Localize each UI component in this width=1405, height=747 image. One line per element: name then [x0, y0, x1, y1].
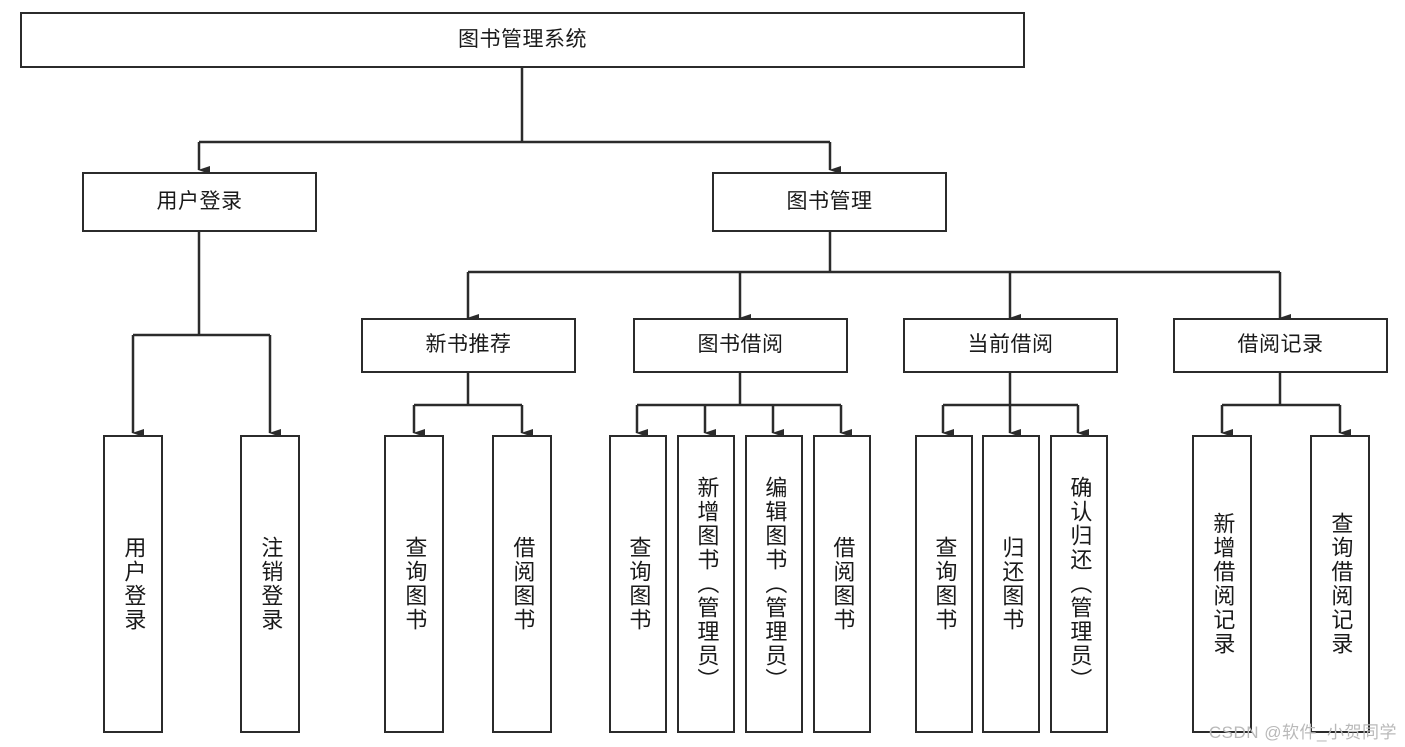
leaf-label: 借阅图书 [830, 536, 856, 632]
node-new-book-recommend[interactable]: 新书推荐 [361, 318, 576, 373]
leaf-label: 查询图书 [932, 536, 958, 632]
leaf-label: 确认归还（管理员） [1067, 476, 1093, 692]
leaf-book-borrow-edit[interactable]: 编辑图书（管理员） [745, 435, 803, 733]
node-current-borrow[interactable]: 当前借阅 [903, 318, 1118, 373]
leaf-book-borrow-query[interactable]: 查询图书 [609, 435, 667, 733]
leaf-label: 查询图书 [402, 536, 428, 632]
leaf-label: 归还图书 [999, 536, 1025, 632]
leaf-borrow-record-query[interactable]: 查询借阅记录 [1310, 435, 1370, 733]
leaf-current-borrow-confirm[interactable]: 确认归还（管理员） [1050, 435, 1108, 733]
node-current-borrow-label: 当前借阅 [967, 333, 1054, 357]
node-book-borrow-label: 图书借阅 [697, 333, 784, 357]
node-book-borrow[interactable]: 图书借阅 [633, 318, 848, 373]
node-book-management[interactable]: 图书管理 [712, 172, 947, 232]
node-root-label: 图书管理系统 [458, 27, 587, 51]
leaf-label: 编辑图书（管理员） [762, 476, 788, 692]
leaf-label: 新增借阅记录 [1210, 512, 1236, 656]
leaf-book-borrow-add[interactable]: 新增图书（管理员） [677, 435, 735, 733]
leaf-label: 查询借阅记录 [1328, 512, 1354, 656]
leaf-label: 借阅图书 [510, 536, 536, 632]
node-user-login-label: 用户登录 [156, 189, 243, 213]
leaf-user-login-signout[interactable]: 注销登录 [240, 435, 300, 733]
node-root[interactable]: 图书管理系统 [20, 12, 1025, 68]
leaf-new-book-borrow[interactable]: 借阅图书 [492, 435, 552, 733]
leaf-label: 注销登录 [258, 536, 284, 632]
watermark: CSDN @软件_小贺同学 [1208, 723, 1397, 742]
node-borrow-record-label: 借阅记录 [1237, 333, 1324, 357]
leaf-new-book-query[interactable]: 查询图书 [384, 435, 444, 733]
leaf-label: 查询图书 [626, 536, 652, 632]
leaf-label: 用户登录 [121, 536, 147, 632]
leaf-label: 新增图书（管理员） [694, 476, 720, 692]
node-new-book-recommend-label: 新书推荐 [425, 333, 512, 357]
node-borrow-record[interactable]: 借阅记录 [1173, 318, 1388, 373]
leaf-book-borrow-lend[interactable]: 借阅图书 [813, 435, 871, 733]
node-book-management-label: 图书管理 [786, 189, 873, 213]
leaf-current-borrow-return[interactable]: 归还图书 [982, 435, 1040, 733]
node-user-login[interactable]: 用户登录 [82, 172, 317, 232]
leaf-borrow-record-add[interactable]: 新增借阅记录 [1192, 435, 1252, 733]
leaf-current-borrow-query[interactable]: 查询图书 [915, 435, 973, 733]
leaf-user-login-signin[interactable]: 用户登录 [103, 435, 163, 733]
